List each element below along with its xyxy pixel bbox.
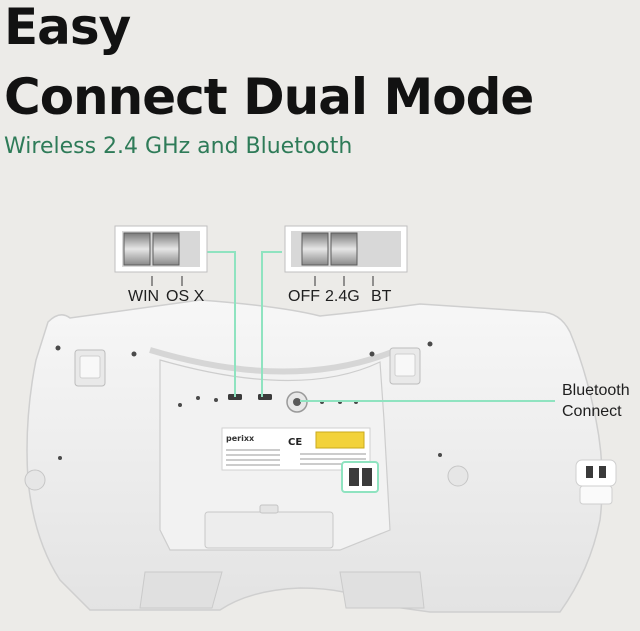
sticker-ce-mark: CE — [288, 437, 302, 448]
bluetooth-connect-label-line-1: Bluetooth — [562, 382, 630, 399]
usb-receiver-icon — [575, 459, 617, 505]
rubber-pad-right — [339, 571, 425, 609]
os-label-osx: OS X — [166, 288, 205, 305]
mode-label-off: OFF — [288, 288, 320, 305]
headline-line-1: Easy — [4, 0, 131, 56]
mode-switch-diagram — [284, 225, 408, 286]
round-pad-right — [447, 465, 469, 487]
storage-slot-contact-left — [349, 468, 359, 486]
storage-slot-contact-right — [362, 468, 372, 486]
mode-switch-slot — [258, 394, 272, 400]
os-switch-knob-1 — [123, 232, 151, 266]
battery-cover — [204, 511, 334, 549]
sticker-fine-print — [226, 449, 366, 466]
bluetooth-connect-label-line-2: Connect — [562, 403, 622, 420]
foot-right — [389, 347, 421, 385]
os-switch-knob-2 — [152, 232, 180, 266]
bluetooth-button-center — [293, 398, 301, 406]
battery-cover-latch — [259, 504, 279, 514]
screw-holes — [55, 341, 442, 460]
subtitle: Wireless 2.4 GHz and Bluetooth — [4, 134, 353, 159]
mode-label-bt: BT — [371, 288, 392, 305]
mode-switch-knob-1 — [301, 232, 329, 266]
sticker-warning-tag — [315, 431, 365, 449]
receiver-storage-slot — [341, 461, 379, 493]
mode-label-24g: 2.4G — [325, 288, 360, 305]
os-switch-diagram — [114, 225, 208, 286]
panel-arch — [149, 347, 394, 375]
mode-switch-knob-2 — [330, 232, 358, 266]
sticker-brand: perixx — [226, 434, 255, 443]
rubber-pad-left — [139, 571, 223, 609]
foot-left — [74, 349, 106, 387]
callout-lines — [205, 251, 555, 493]
headline-line-2: Connect Dual Mode — [4, 68, 534, 126]
os-label-win: WIN — [128, 288, 160, 305]
round-pad-left — [24, 469, 46, 491]
